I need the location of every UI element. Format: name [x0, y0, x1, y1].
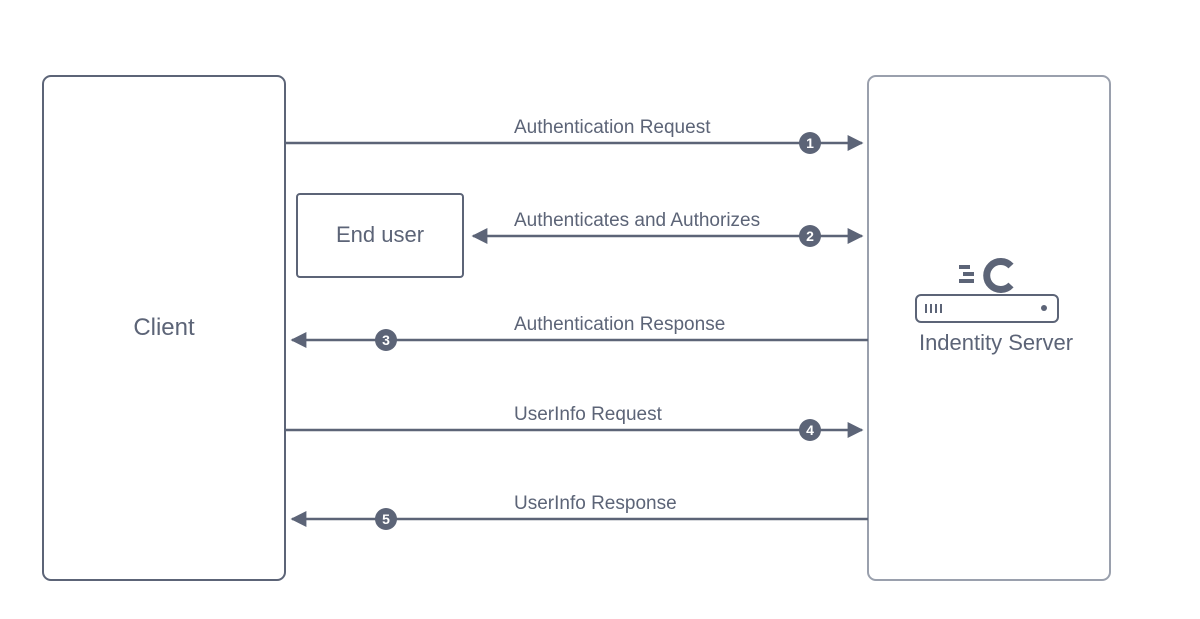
- identity-server-box: Indentity Server: [867, 75, 1111, 581]
- client-label: Client: [133, 314, 195, 341]
- end-user-box: End user: [296, 193, 464, 278]
- flow-4-step-badge: 4: [799, 419, 821, 441]
- flow-5-label: UserInfo Response: [514, 493, 677, 514]
- flow-5-userinfo-response: UserInfo Response 5: [290, 493, 868, 530]
- flow-2-step-badge: 2: [799, 225, 821, 247]
- svg-text:1: 1: [806, 135, 814, 151]
- flow-1-label: Authentication Request: [514, 117, 711, 138]
- svg-text:2: 2: [806, 228, 814, 244]
- identity-server-label: Indentity Server: [919, 330, 1073, 355]
- flow-1-authentication-request: Authentication Request 1: [285, 117, 864, 154]
- flow-1-step-badge: 1: [799, 132, 821, 154]
- svg-text:3: 3: [382, 332, 390, 348]
- flow-2-authenticates-and-authorizes: Authenticates and Authorizes 2: [471, 210, 864, 247]
- svg-text:4: 4: [806, 422, 814, 438]
- flow-3-authentication-response: Authentication Response 3: [290, 314, 868, 351]
- flow-2-label: Authenticates and Authorizes: [514, 210, 760, 231]
- server-rack-icon: [915, 294, 1059, 323]
- flow-3-label: Authentication Response: [514, 314, 725, 335]
- identity-server-logo-icon: [959, 258, 1014, 293]
- flow-4-label: UserInfo Request: [514, 404, 663, 425]
- end-user-label: End user: [336, 222, 424, 247]
- flow-3-step-badge: 3: [375, 329, 397, 351]
- flow-5-step-badge: 5: [375, 508, 397, 530]
- client-box: Client: [42, 75, 286, 581]
- flow-4-userinfo-request: UserInfo Request 4: [285, 404, 864, 441]
- svg-text:5: 5: [382, 511, 390, 527]
